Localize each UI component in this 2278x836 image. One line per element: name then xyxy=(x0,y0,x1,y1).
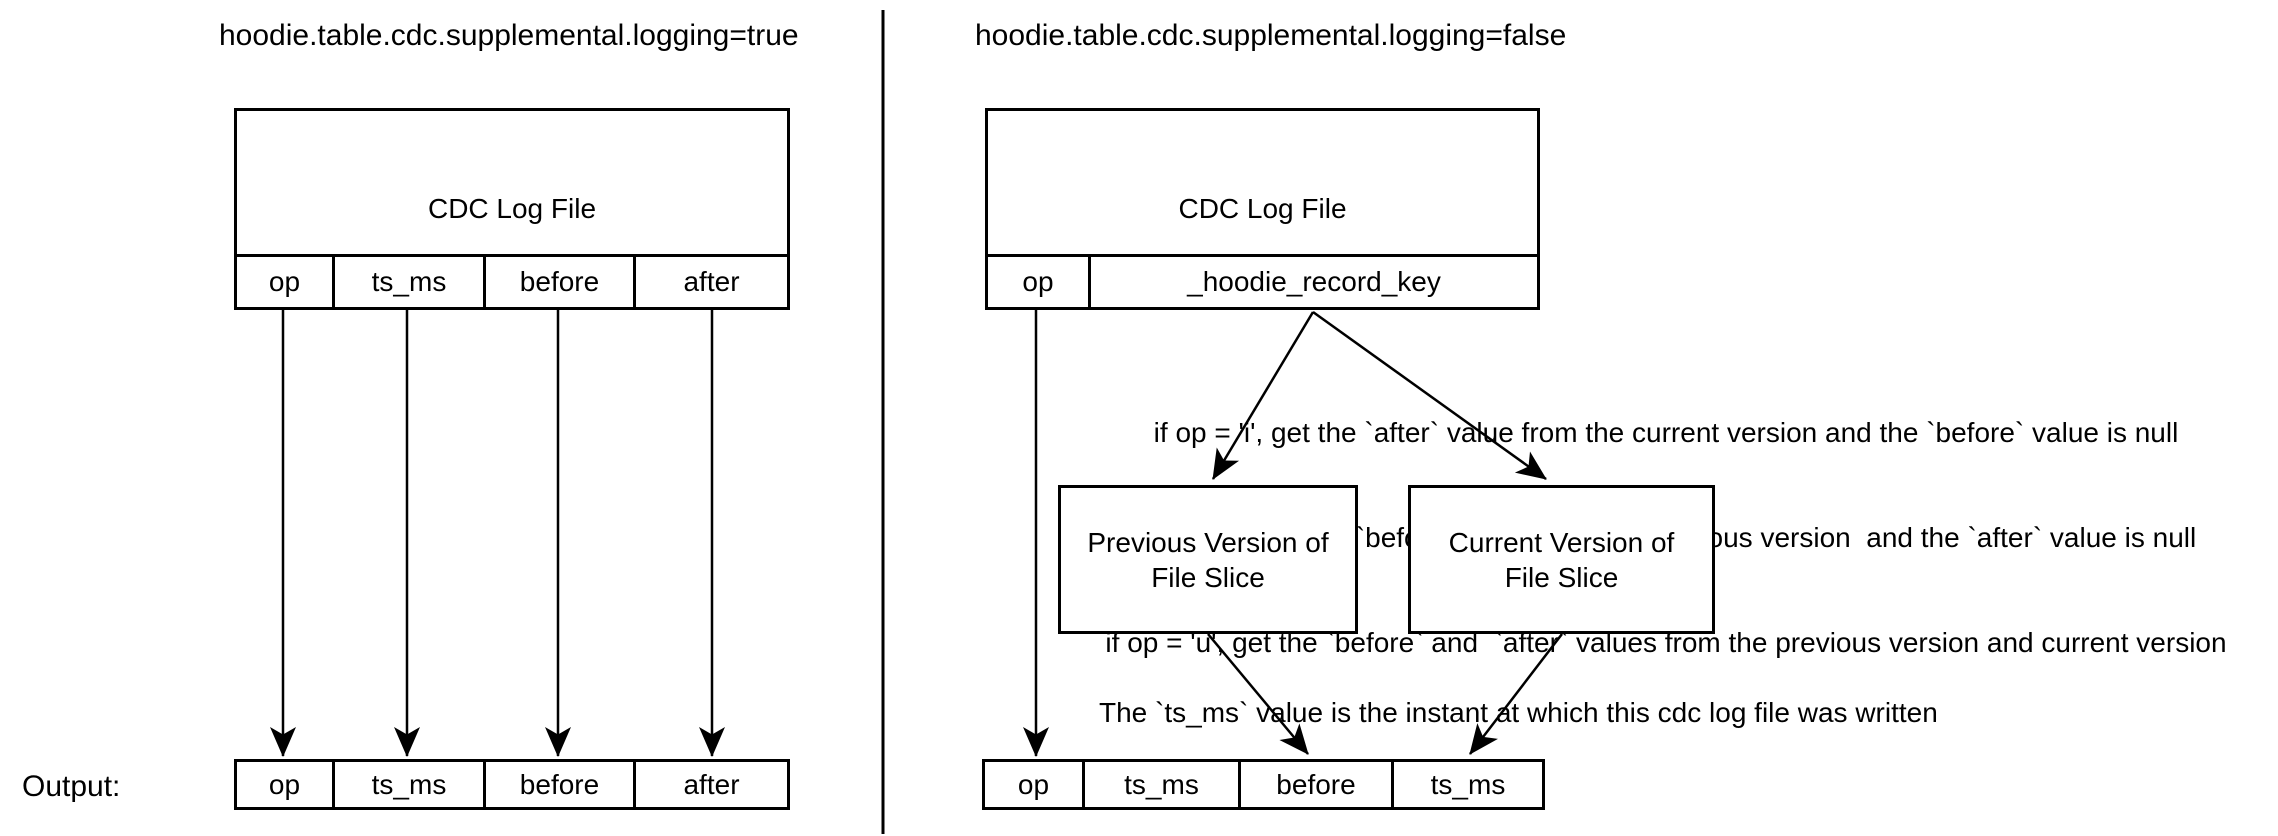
left-cdc-log-file-box: CDC Log File op ts_ms before after xyxy=(234,108,790,310)
output-label: Output: xyxy=(22,770,121,803)
left-output-col-ts-ms: ts_ms xyxy=(332,762,483,807)
left-output-col-before: before xyxy=(483,762,633,807)
previous-version-file-slice-box: Previous Version of File Slice xyxy=(1058,485,1358,634)
right-output-col-before: before xyxy=(1238,762,1391,807)
previous-version-line2: File Slice xyxy=(1151,561,1265,593)
left-panel-title: hoodie.table.cdc.supplemental.logging=tr… xyxy=(219,19,799,52)
ts-ms-note-text: The `ts_ms` value is the instant at whic… xyxy=(1099,697,1938,728)
current-version-line2: File Slice xyxy=(1504,561,1619,593)
current-version-file-slice-box: Current Version of File Slice xyxy=(1408,485,1715,634)
right-log-col-op: op xyxy=(1022,266,1054,297)
left-log-header-row: op ts_ms before after xyxy=(237,254,787,307)
left-log-col-ts-ms: ts_ms xyxy=(332,257,483,307)
right-log-col-hoodie-record-key: _hoodie_record_key xyxy=(1088,257,1537,307)
right-output-row: op ts_ms before ts_ms xyxy=(982,759,1545,810)
left-log-col-op: op xyxy=(268,266,301,297)
left-log-col-before: before xyxy=(483,257,633,307)
left-output-col-op: op xyxy=(268,768,301,800)
current-version-line1: Current Version of xyxy=(1448,526,1675,558)
left-cdc-log-file-label: CDC Log File xyxy=(427,193,597,224)
left-output-row: op ts_ms before after xyxy=(234,759,790,810)
right-output-col-ts-ms: ts_ms xyxy=(1082,762,1238,807)
right-output-col-ts-ms-2: ts_ms xyxy=(1391,762,1542,807)
left-output-col-after: after xyxy=(633,762,787,807)
previous-version-line1: Previous Version of xyxy=(1087,526,1329,558)
op-rule-insert: if op = 'i', get the `after` value from … xyxy=(1153,417,2179,448)
right-log-header-row: op _hoodie_record_key xyxy=(988,254,1537,307)
right-cdc-log-file-box: CDC Log File op _hoodie_record_key xyxy=(985,108,1540,310)
right-panel-title: hoodie.table.cdc.supplemental.logging=fa… xyxy=(975,19,1567,52)
right-output-col-op: op xyxy=(1017,768,1050,800)
left-log-col-after: after xyxy=(633,257,787,307)
right-cdc-log-file-label: CDC Log File xyxy=(1178,193,1347,224)
